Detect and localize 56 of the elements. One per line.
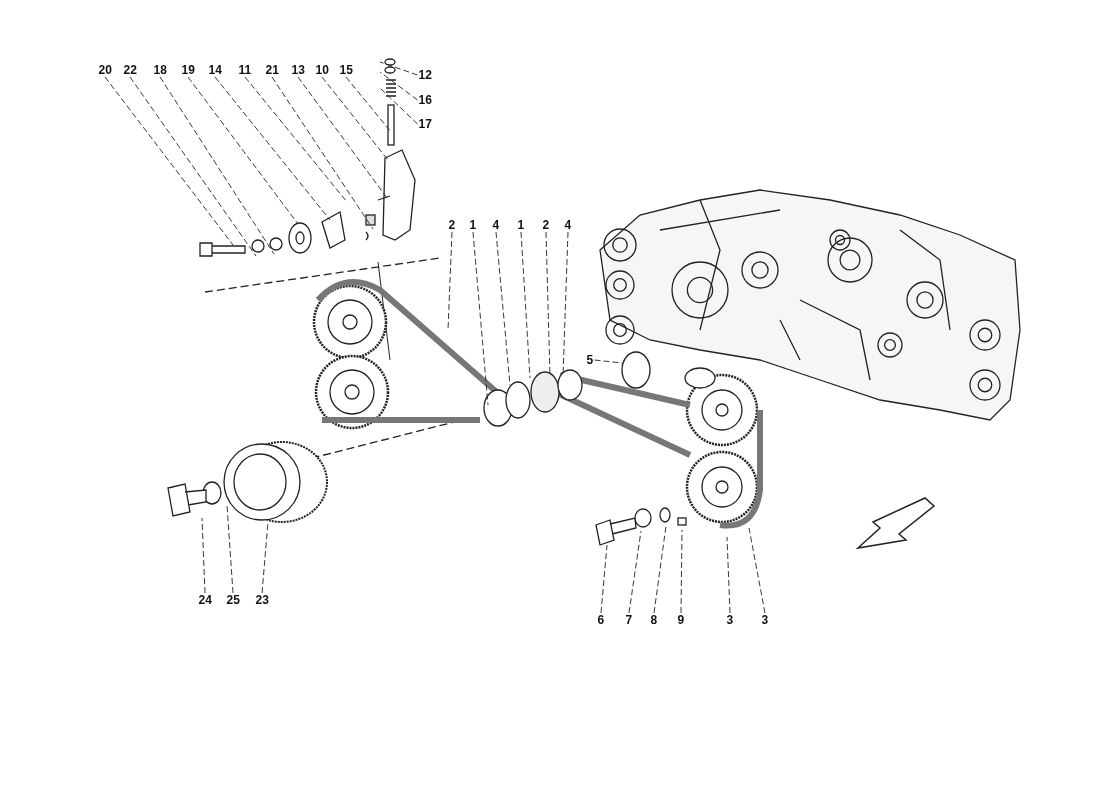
leader-line <box>271 76 374 230</box>
leader-line <box>214 76 331 221</box>
leader-line <box>680 529 683 614</box>
leader-line <box>321 76 389 161</box>
leader-line <box>653 525 667 614</box>
callout-number: 21 <box>264 63 280 77</box>
leader-line <box>628 530 642 614</box>
leader-line <box>379 87 418 125</box>
leader-line <box>261 521 269 594</box>
leader-line <box>520 231 531 379</box>
callout-number: 5 <box>585 353 595 367</box>
leader-line <box>472 231 489 406</box>
callout-number: 7 <box>624 613 634 627</box>
callout-number: 18 <box>152 63 168 77</box>
leader-line <box>379 71 418 101</box>
callout-number: 22 <box>122 63 138 77</box>
callout-number: 13 <box>290 63 306 77</box>
callout-number: 2 <box>541 218 551 232</box>
callout-number: 9 <box>676 613 686 627</box>
callout-number: 17 <box>417 117 433 131</box>
leader-line <box>726 536 731 614</box>
callout-number: 6 <box>596 613 606 627</box>
callout-number: 16 <box>417 93 433 107</box>
leader-line <box>379 61 418 76</box>
callout-number: 8 <box>649 613 659 627</box>
callout-number: 19 <box>180 63 196 77</box>
callout-number: 4 <box>563 218 573 232</box>
leader-line <box>748 527 766 614</box>
callout-number: 20 <box>97 63 113 77</box>
callout-number: 2 <box>447 218 457 232</box>
callout-number: 15 <box>338 63 354 77</box>
leader-line <box>244 76 348 203</box>
callout-number: 3 <box>725 613 735 627</box>
callout-number: 10 <box>314 63 330 77</box>
leader-line <box>159 76 275 255</box>
leader-line <box>495 231 511 386</box>
callout-number: 1 <box>516 218 526 232</box>
leader-line <box>447 231 453 331</box>
callout-number: 25 <box>225 593 241 607</box>
callout-number: 3 <box>760 613 770 627</box>
leader-line <box>226 504 234 594</box>
leader-line <box>104 76 234 246</box>
callout-number: 12 <box>417 68 433 82</box>
leader-line <box>297 76 388 199</box>
callout-number: 4 <box>491 218 501 232</box>
callout-number: 23 <box>254 593 270 607</box>
callout-number: 14 <box>207 63 223 77</box>
leader-line <box>201 517 206 594</box>
leader-line <box>187 76 299 225</box>
callout-number: 11 <box>237 63 253 77</box>
leader-line <box>129 76 257 257</box>
leader-line <box>345 76 392 133</box>
leader-line <box>594 359 623 364</box>
callout-number: 24 <box>197 593 213 607</box>
leader-line <box>600 544 608 614</box>
callout-number: 1 <box>468 218 478 232</box>
